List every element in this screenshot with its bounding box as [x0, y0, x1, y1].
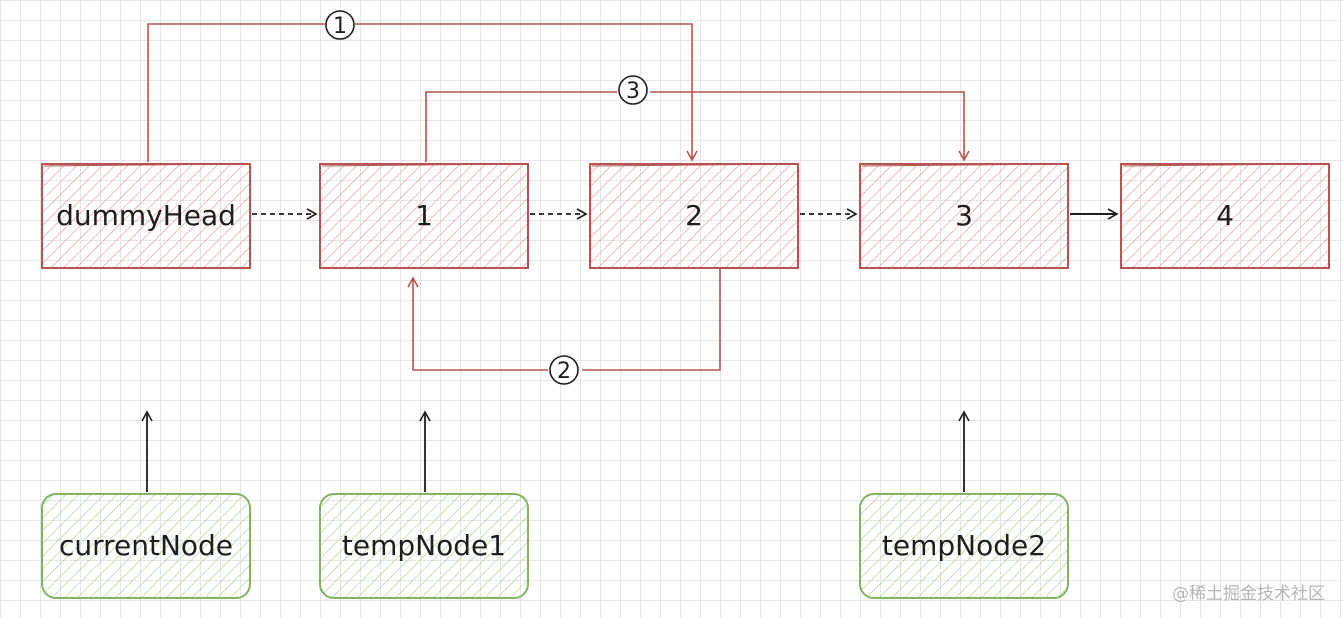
- pointer-current-node: currentNode: [41, 493, 251, 599]
- node-1-label: 1: [415, 199, 433, 232]
- node-2-label: 2: [685, 199, 703, 232]
- list-node-4: 4: [1120, 163, 1330, 269]
- list-node-3: 3: [859, 163, 1069, 269]
- pointer-temp-node-2: tempNode2: [859, 493, 1069, 599]
- step-3-label: 3: [626, 79, 640, 104]
- temp-node-1-label: tempNode1: [342, 529, 506, 562]
- node-4-label: 4: [1216, 199, 1234, 232]
- step-1-arrow: [147, 23, 692, 162]
- step-3-marker: 3: [618, 75, 648, 105]
- step-1-marker: 1: [325, 10, 355, 40]
- pointer-temp-node-1: tempNode1: [319, 493, 529, 599]
- dummy-head-label: dummyHead: [56, 199, 236, 232]
- list-node-2: 2: [589, 163, 799, 269]
- step-2-arrow: [413, 268, 721, 371]
- list-node-dummy-head: dummyHead: [41, 163, 251, 269]
- step-2-label: 2: [557, 359, 571, 384]
- step-3-arrow: [425, 91, 964, 162]
- temp-node-2-label: tempNode2: [882, 529, 1046, 562]
- step-1-label: 1: [333, 14, 347, 39]
- step-2-marker: 2: [549, 355, 579, 385]
- watermark: @稀土掘金技术社区: [1172, 584, 1325, 604]
- current-node-label: currentNode: [59, 529, 233, 562]
- node-3-label: 3: [955, 199, 973, 232]
- list-node-1: 1: [319, 163, 529, 269]
